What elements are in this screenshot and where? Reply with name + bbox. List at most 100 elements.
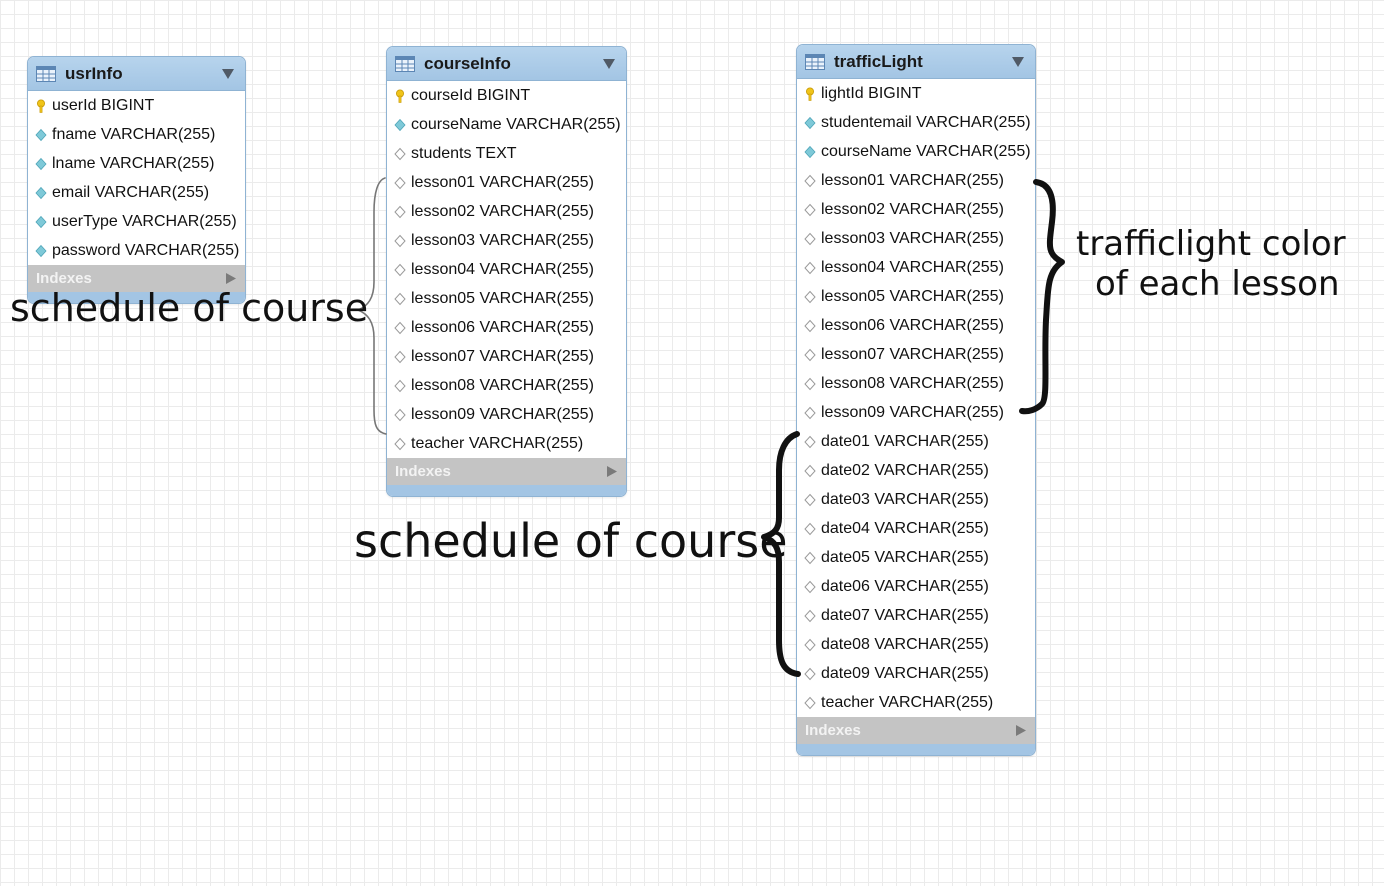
- column-row[interactable]: lesson07 VARCHAR(255): [387, 342, 626, 371]
- table-header[interactable]: courseInfo: [387, 47, 626, 81]
- hollow-diamond-icon: [804, 609, 816, 622]
- column-label: date07 VARCHAR(255): [821, 606, 989, 624]
- table-icon: [805, 53, 825, 70]
- triangle-right-icon[interactable]: [225, 272, 237, 285]
- hollow-diamond-icon: [394, 176, 406, 189]
- column-row[interactable]: lesson01 VARCHAR(255): [387, 168, 626, 197]
- column-row[interactable]: lesson05 VARCHAR(255): [797, 282, 1035, 311]
- column-row[interactable]: date07 VARCHAR(255): [797, 601, 1035, 630]
- hollow-diamond-icon: [394, 379, 406, 392]
- column-row[interactable]: teacher VARCHAR(255): [797, 688, 1035, 717]
- hollow-diamond-icon: [804, 696, 816, 709]
- column-row[interactable]: userId BIGINT: [28, 91, 245, 120]
- column-row[interactable]: lesson07 VARCHAR(255): [797, 340, 1035, 369]
- hollow-diamond-icon: [394, 263, 406, 276]
- table-icon: [395, 55, 415, 72]
- column-label: lesson08 VARCHAR(255): [821, 374, 1004, 392]
- hollow-diamond-icon: [804, 435, 816, 448]
- column-row[interactable]: fname VARCHAR(255): [28, 120, 245, 149]
- column-row[interactable]: lname VARCHAR(255): [28, 149, 245, 178]
- column-row[interactable]: lesson08 VARCHAR(255): [387, 371, 626, 400]
- hollow-diamond-icon: [804, 551, 816, 564]
- column-row[interactable]: password VARCHAR(255): [28, 236, 245, 265]
- hollow-diamond-icon: [394, 437, 406, 450]
- column-row[interactable]: students TEXT: [387, 139, 626, 168]
- column-row[interactable]: date04 VARCHAR(255): [797, 514, 1035, 543]
- column-label: date09 VARCHAR(255): [821, 664, 989, 682]
- column-label: date04 VARCHAR(255): [821, 519, 989, 537]
- hollow-diamond-icon: [394, 350, 406, 363]
- triangle-down-icon[interactable]: [1011, 56, 1025, 68]
- table-header[interactable]: trafficLight: [797, 45, 1035, 79]
- indexes-section[interactable]: Indexes: [28, 265, 245, 292]
- indexes-section[interactable]: Indexes: [797, 717, 1035, 744]
- column-row[interactable]: lesson02 VARCHAR(255): [387, 197, 626, 226]
- column-row[interactable]: date03 VARCHAR(255): [797, 485, 1035, 514]
- filled-diamond-icon: [35, 215, 47, 228]
- table-title: courseInfo: [424, 53, 511, 73]
- table-footer: [797, 744, 1035, 755]
- table-footer: [387, 485, 626, 496]
- column-row[interactable]: date02 VARCHAR(255): [797, 456, 1035, 485]
- column-label: teacher VARCHAR(255): [821, 693, 994, 711]
- column-row[interactable]: lesson09 VARCHAR(255): [797, 398, 1035, 427]
- triangle-right-icon[interactable]: [1015, 724, 1027, 737]
- column-row[interactable]: lightId BIGINT: [797, 79, 1035, 108]
- column-list: lightId BIGINT studentemail VARCHAR(255) c…: [797, 79, 1035, 717]
- column-label: teacher VARCHAR(255): [411, 434, 584, 452]
- hollow-diamond-icon: [804, 667, 816, 680]
- column-row[interactable]: date09 VARCHAR(255): [797, 659, 1035, 688]
- hollow-diamond-icon: [394, 408, 406, 421]
- column-row[interactable]: date05 VARCHAR(255): [797, 543, 1035, 572]
- column-label: date01 VARCHAR(255): [821, 432, 989, 450]
- column-row[interactable]: teacher VARCHAR(255): [387, 429, 626, 458]
- column-label: lesson05 VARCHAR(255): [821, 287, 1004, 305]
- column-row[interactable]: lesson08 VARCHAR(255): [797, 369, 1035, 398]
- column-row[interactable]: lesson05 VARCHAR(255): [387, 284, 626, 313]
- annotation-schedule-left: schedule of course: [10, 286, 369, 330]
- triangle-right-icon[interactable]: [606, 465, 618, 478]
- column-row[interactable]: courseName VARCHAR(255): [797, 137, 1035, 166]
- column-label: email VARCHAR(255): [52, 183, 210, 201]
- column-row[interactable]: lesson04 VARCHAR(255): [797, 253, 1035, 282]
- triangle-down-icon[interactable]: [602, 58, 616, 70]
- hollow-diamond-icon: [804, 348, 816, 361]
- triangle-down-icon[interactable]: [221, 68, 235, 80]
- column-row[interactable]: courseId BIGINT: [387, 81, 626, 110]
- column-row[interactable]: lesson06 VARCHAR(255): [387, 313, 626, 342]
- filled-diamond-icon: [804, 116, 816, 129]
- column-row[interactable]: email VARCHAR(255): [28, 178, 245, 207]
- column-row[interactable]: lesson04 VARCHAR(255): [387, 255, 626, 284]
- column-row[interactable]: lesson06 VARCHAR(255): [797, 311, 1035, 340]
- hollow-diamond-icon: [394, 321, 406, 334]
- column-row[interactable]: lesson02 VARCHAR(255): [797, 195, 1035, 224]
- column-row[interactable]: courseName VARCHAR(255): [387, 110, 626, 139]
- column-label: lightId BIGINT: [821, 84, 922, 102]
- table-trafficlight[interactable]: trafficLight lightId BIGINT studentemail …: [796, 44, 1036, 756]
- column-row[interactable]: date06 VARCHAR(255): [797, 572, 1035, 601]
- column-row[interactable]: lesson03 VARCHAR(255): [387, 226, 626, 255]
- hollow-diamond-icon: [804, 290, 816, 303]
- column-label: courseName VARCHAR(255): [821, 142, 1031, 160]
- hollow-diamond-icon: [804, 522, 816, 535]
- column-label: date05 VARCHAR(255): [821, 548, 989, 566]
- column-row[interactable]: date01 VARCHAR(255): [797, 427, 1035, 456]
- column-row[interactable]: studentemail VARCHAR(255): [797, 108, 1035, 137]
- column-label: lesson01 VARCHAR(255): [821, 171, 1004, 189]
- column-label: lesson06 VARCHAR(255): [411, 318, 594, 336]
- column-row[interactable]: lesson09 VARCHAR(255): [387, 400, 626, 429]
- table-header[interactable]: usrInfo: [28, 57, 245, 91]
- filled-diamond-icon: [804, 145, 816, 158]
- hollow-diamond-icon: [804, 174, 816, 187]
- column-row[interactable]: lesson01 VARCHAR(255): [797, 166, 1035, 195]
- column-row[interactable]: date08 VARCHAR(255): [797, 630, 1035, 659]
- indexes-section[interactable]: Indexes: [387, 458, 626, 485]
- column-label: lesson08 VARCHAR(255): [411, 376, 594, 394]
- column-row[interactable]: lesson03 VARCHAR(255): [797, 224, 1035, 253]
- column-row[interactable]: userType VARCHAR(255): [28, 207, 245, 236]
- column-label: password VARCHAR(255): [52, 241, 240, 259]
